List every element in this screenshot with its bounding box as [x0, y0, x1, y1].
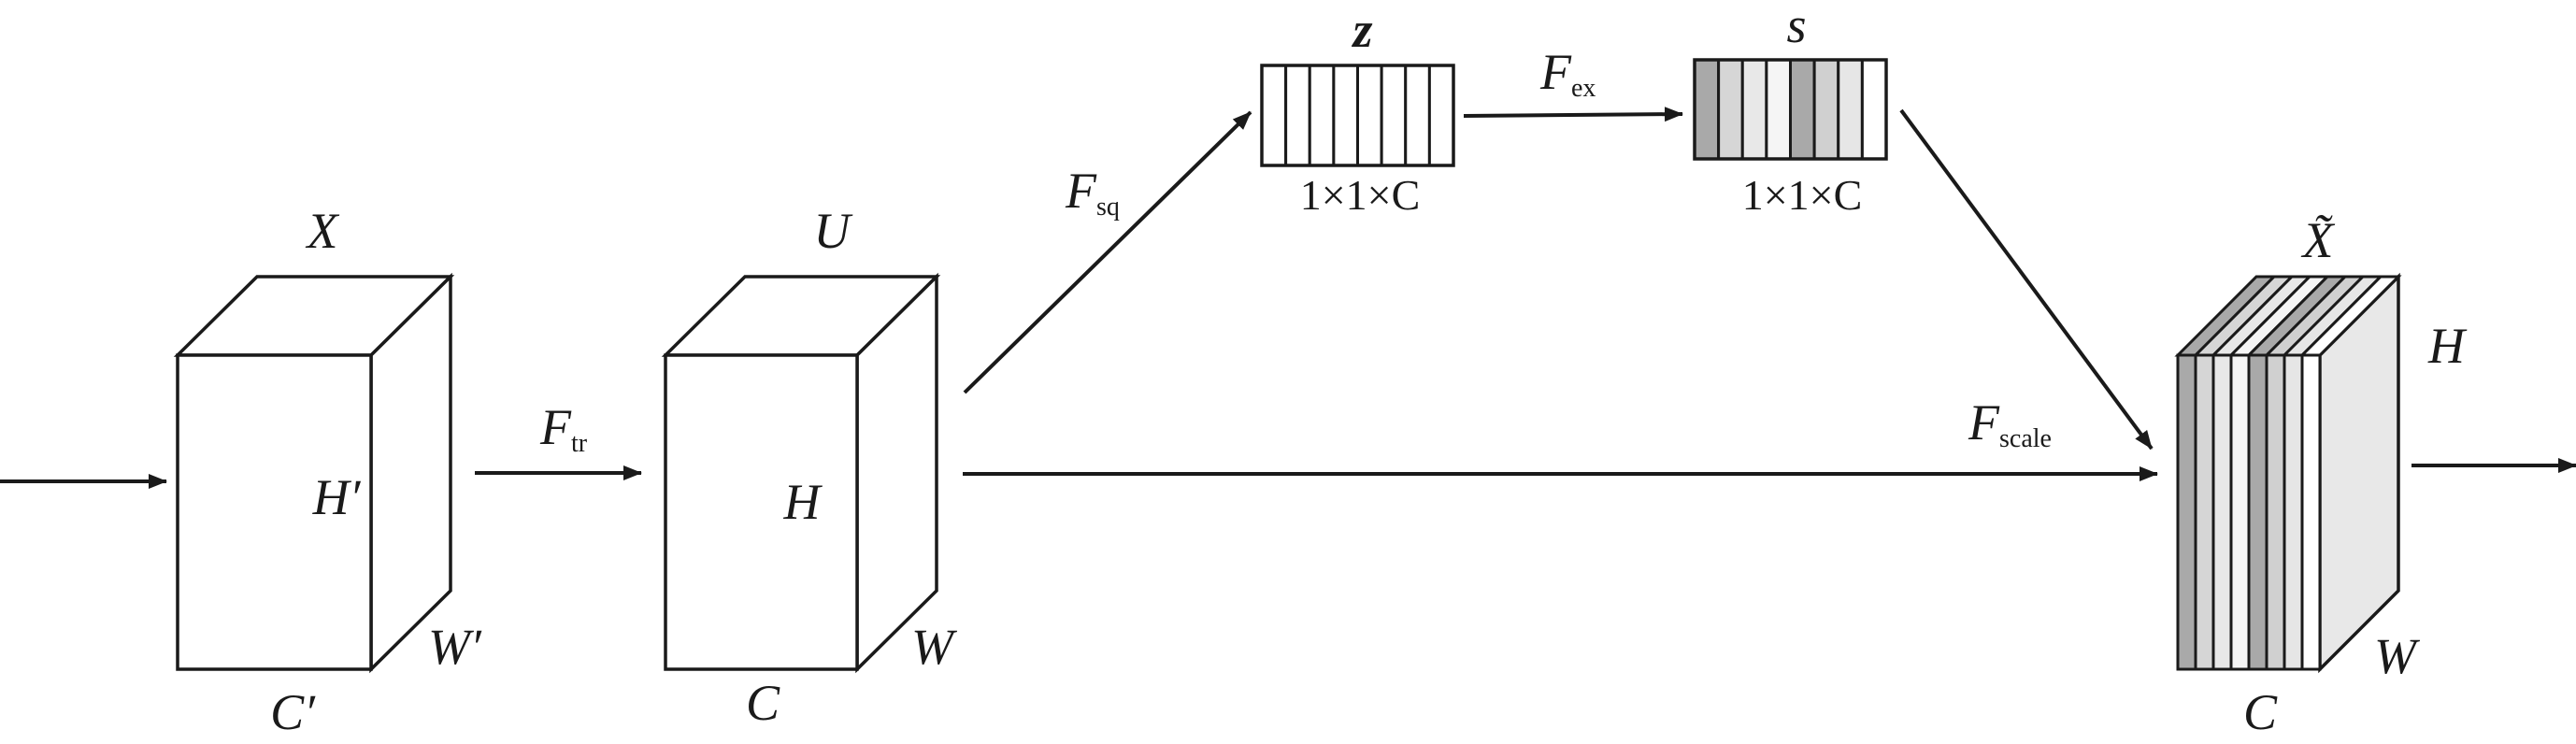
channel-strip: [1789, 58, 1816, 161]
output-slice: [2211, 353, 2233, 671]
channel-strip: [1812, 58, 1840, 161]
output-slice: [2283, 353, 2304, 671]
output-slice: [2247, 353, 2268, 671]
excitation-arrow: [1463, 107, 1683, 122]
s-vector-dims: 1×1×C: [1742, 171, 1863, 219]
output-slice: [2229, 353, 2251, 671]
squeeze-label: Fsq: [1065, 163, 1120, 222]
z-vector-label: z: [1351, 2, 1372, 58]
s-vector-channels: [1693, 58, 1888, 161]
output-tensor-channels: [2174, 275, 2402, 671]
channel-strip: [1765, 58, 1792, 161]
s-vector-label: s: [1786, 0, 1806, 53]
excitation-label: Fex: [1539, 44, 1596, 103]
output-slice: [2265, 353, 2286, 671]
channel-strip: [1308, 64, 1336, 167]
channel-strip: [1860, 58, 1888, 161]
output-tensor-label: X̃: [2301, 212, 2336, 268]
feature-tensor: U H W C: [661, 203, 958, 731]
channel-strip: [1717, 58, 1744, 161]
transform-label: Ftr: [539, 399, 588, 458]
output-slice: [2176, 353, 2197, 671]
feature-height-label: H: [783, 474, 823, 530]
feature-tensor-label: U: [814, 203, 853, 259]
output-slice: [2194, 353, 2215, 671]
input-tensor: X H′ W′ C′: [173, 203, 482, 740]
channel-strip: [1693, 58, 1721, 161]
channel-strip: [1404, 64, 1431, 167]
channel-strip: [1356, 64, 1383, 167]
feature-channel-label: C: [746, 675, 780, 731]
channel-strip: [1837, 58, 1864, 161]
input-tensor-label: X: [306, 203, 340, 259]
squeeze-arrow: [963, 110, 1252, 394]
channel-strip: [1260, 64, 1288, 167]
z-vector-channels: [1260, 64, 1455, 167]
output-channel-label: C: [2243, 684, 2278, 740]
output-width-label: W: [2374, 628, 2421, 684]
input-width-label: W′: [428, 619, 482, 675]
channel-strip: [1284, 64, 1311, 167]
z-vector: z 1×1×C: [1260, 2, 1455, 219]
scale-label: Fscale: [1968, 394, 2052, 453]
output-slice: [2300, 353, 2322, 671]
input-channel-label: C′: [270, 684, 316, 740]
s-to-scale-arrow: [1899, 108, 2154, 451]
s-vector: s 1×1×C: [1693, 0, 1888, 219]
channel-strip: [1380, 64, 1408, 167]
input-height-label: H′: [312, 469, 362, 525]
output-tensor: X̃ H W C: [2174, 212, 2468, 740]
output-height-label: H: [2427, 318, 2468, 374]
channel-strip: [1427, 64, 1455, 167]
z-vector-dims: 1×1×C: [1300, 171, 1421, 219]
channel-strip: [1740, 58, 1768, 161]
feature-width-label: W: [911, 619, 958, 675]
channel-strip: [1332, 64, 1359, 167]
